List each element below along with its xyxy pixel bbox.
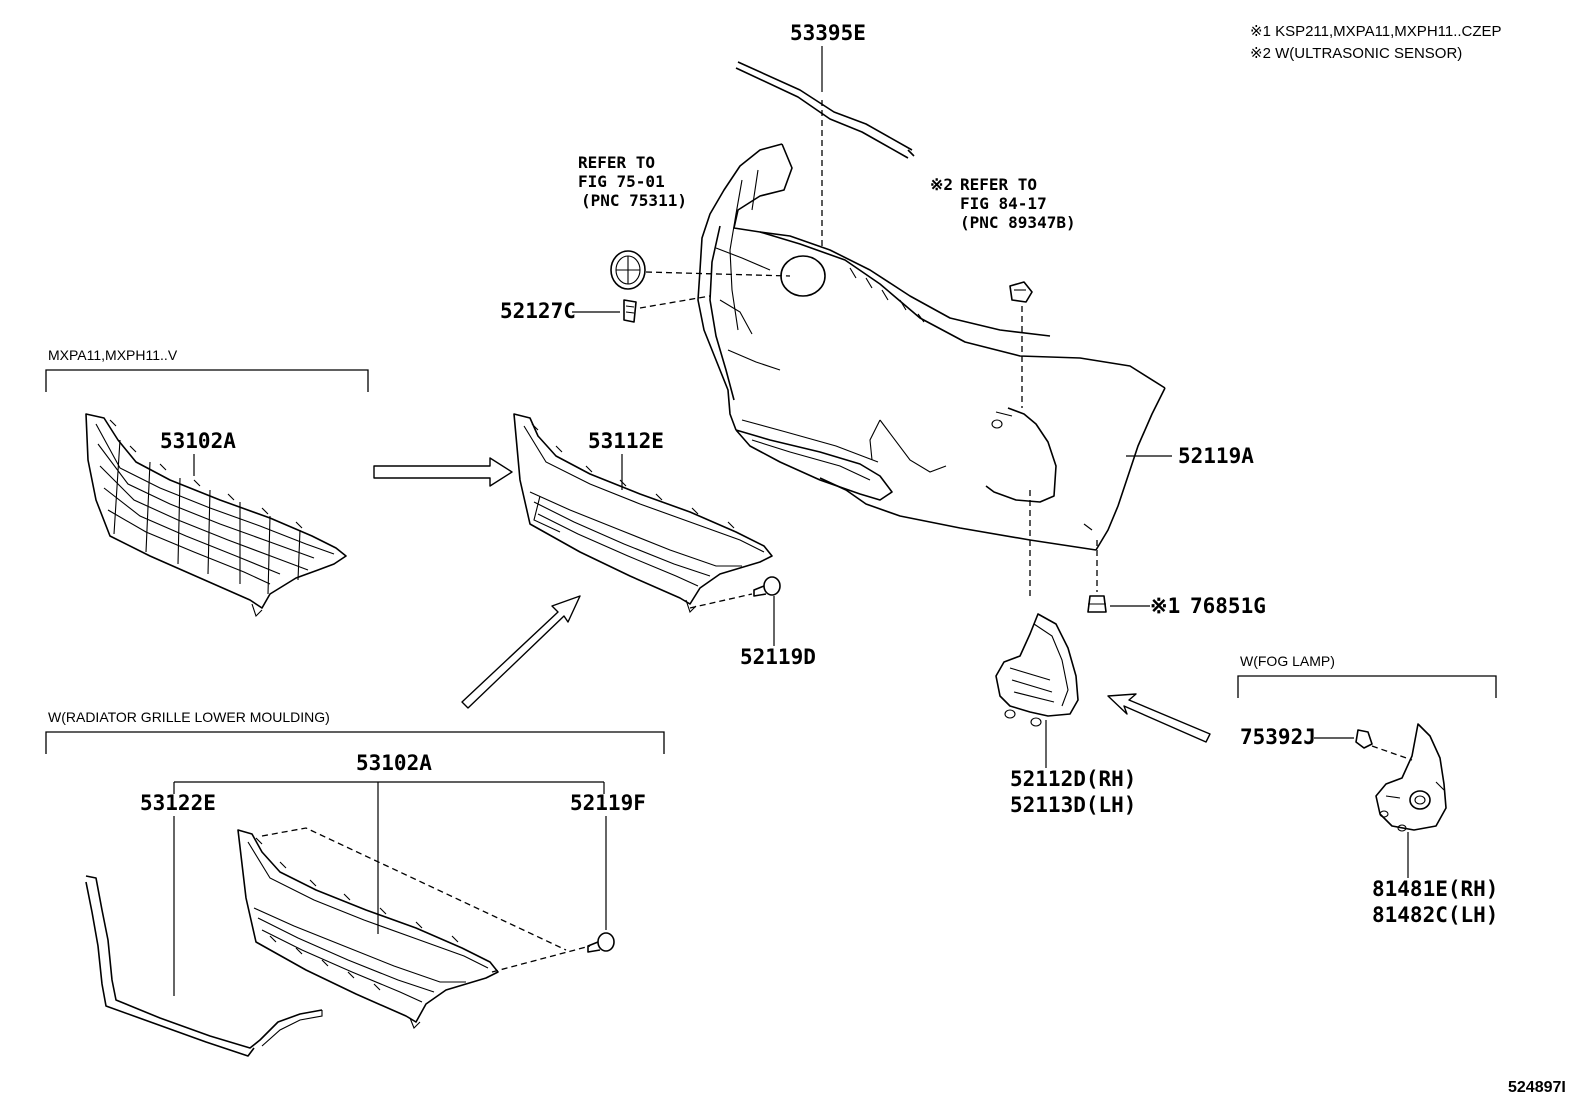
bumper-cover [697,143,1166,551]
note-1: ※1 KSP211,MXPA11,MXPH11..CZEP [1250,23,1502,40]
emblem-part [610,250,646,290]
part-number-52113d: 52113D(LH) [1010,793,1136,817]
emblem-ref-line-3: (PNC 75311) [581,191,687,210]
moulding-strip-53122e [85,875,323,1057]
emblem-ref-line-2: FIG 75-01 [578,172,665,191]
part-number-76851g: 76851G [1190,594,1266,618]
part-53395e-strip [735,61,915,159]
sensor-ref-mark: ※2 [930,175,953,194]
part-number-52119d: 52119D [740,645,816,669]
ultrasonic-sensor-part [1009,281,1033,303]
group-label-moulding: W(RADIATOR GRILLE LOWER MOULDING) [48,709,330,725]
note-2: ※2 W(ULTRASONIC SENSOR) [1250,45,1462,62]
clip-76851g [1087,595,1107,613]
part-number-53122e: 53122E [140,791,216,815]
fog-lamp-cover-with-lamp [1375,723,1447,832]
sensor-ref-line-1: REFER TO [960,175,1037,194]
part-number-53112e: 53112E [588,429,664,453]
part-number-81482c: 81482C(LH) [1372,903,1498,927]
part-number-52119f: 52119F [570,791,646,815]
figure-id: 524897I [1508,1079,1566,1096]
sensor-ref-line-3: (PNC 89347B) [960,213,1076,232]
group-label-fog-lamp: W(FOG LAMP) [1240,653,1335,669]
grille-53112e [513,413,773,614]
part-number-52119a: 52119A [1178,444,1254,468]
grille-53102a-bottom [237,829,499,1029]
arrow-up-right-icon [461,595,581,709]
bolt-52119f [587,932,615,953]
sensor-ref-line-2: FIG 84-17 [960,194,1047,213]
group-label-mxpa11: MXPA11,MXPH11..V [48,347,178,363]
part-number-53102a-top: 53102A [160,429,236,453]
arrow-right-icon [373,457,513,487]
clip-75392j [1355,729,1373,749]
clip-52127c [623,299,637,323]
bolt-52119d [753,576,781,597]
part-number-53395e: 53395E [790,21,866,45]
part-number-81481e: 81481E(RH) [1372,877,1498,901]
part-number-75392j: 75392J [1240,725,1316,749]
part-76851g-mark: ※1 [1150,594,1180,618]
arrow-up-left-icon [1107,693,1211,743]
part-number-53102a-bottom: 53102A [356,751,432,775]
part-number-52112d: 52112D(RH) [1010,767,1136,791]
emblem-ref-line-1: REFER TO [578,153,655,172]
grille-53102a-top [85,413,347,618]
fog-lamp-cover [995,613,1079,727]
part-number-52127c: 52127C [500,299,576,323]
